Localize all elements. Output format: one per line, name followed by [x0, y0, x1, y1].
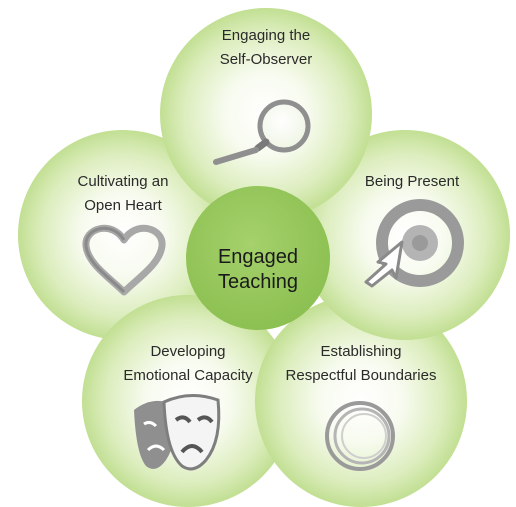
label-emotional-capacity-line2: Emotional Capacity	[123, 367, 253, 384]
label-emotional-capacity: Developing Emotional Capacity	[123, 340, 252, 388]
center-label-line1: Engaged	[217, 246, 299, 268]
center-label-line2: Teaching	[217, 271, 299, 293]
label-being-present: Being Present	[365, 170, 459, 194]
rings-icon	[325, 401, 395, 471]
label-being-present-line1: Being Present	[364, 173, 460, 190]
label-boundaries-line1: Establishing	[320, 343, 402, 360]
heart-icon	[82, 224, 166, 296]
label-open-heart: Cultivating an Open Heart	[78, 170, 169, 218]
center-label: Engaged Teaching	[218, 245, 298, 295]
target-arrow-icon	[364, 199, 464, 288]
label-open-heart-line1: Cultivating an	[77, 173, 169, 190]
label-boundaries: Establishing Respectful Boundaries	[286, 340, 437, 388]
magnifying-glass-icon	[213, 99, 311, 165]
label-open-heart-line2: Open Heart	[84, 197, 162, 214]
center-circle	[186, 186, 330, 330]
label-self-observer-line1: Engaging the	[221, 27, 311, 44]
label-self-observer-line2: Self-Observer	[219, 51, 313, 68]
theater-masks-icon	[134, 394, 221, 471]
label-boundaries-line2: Respectful Boundaries	[285, 367, 437, 384]
label-emotional-capacity-line1: Developing	[150, 343, 226, 360]
label-self-observer: Engaging the Self-Observer	[220, 24, 313, 72]
